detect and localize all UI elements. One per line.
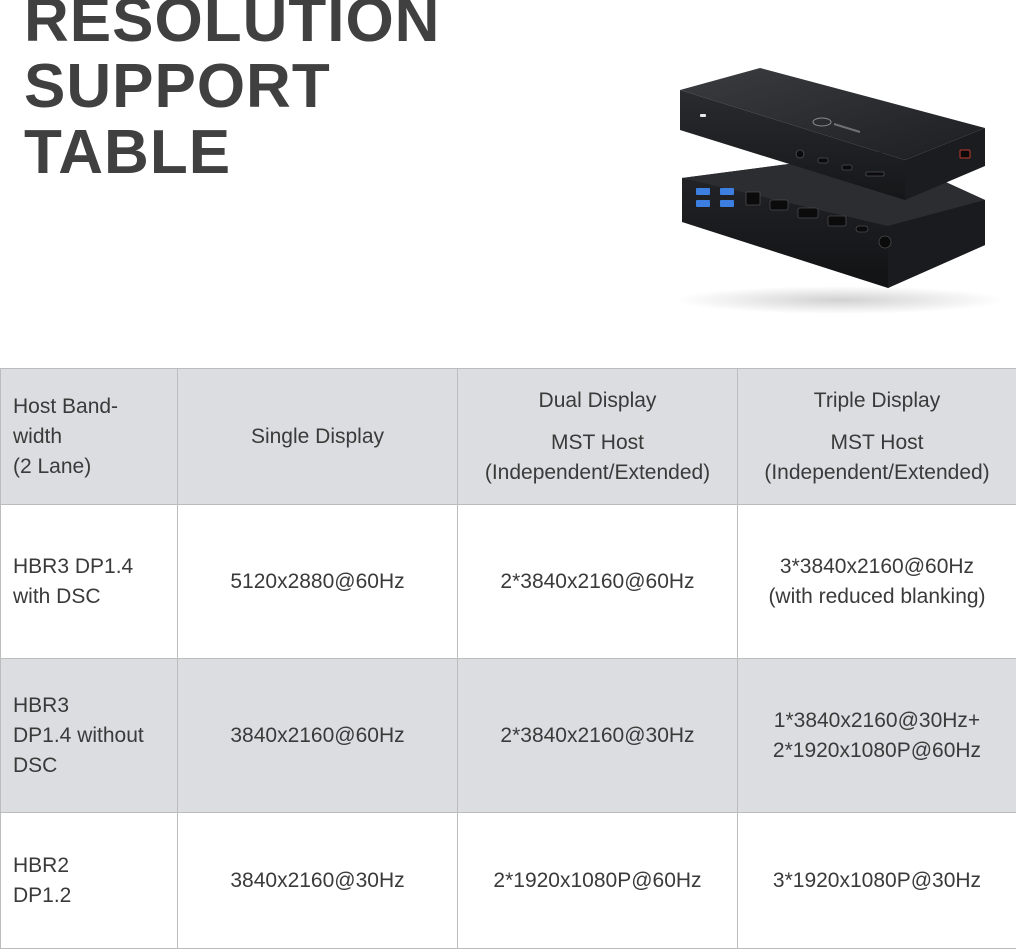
resolution-support-table: Host Band- width (2 Lane) Single Display… — [0, 368, 1016, 949]
cell-single: 3840x2160@60Hz — [177, 658, 458, 813]
cell-host: HBR3 DP1.4 with DSC — [0, 504, 178, 659]
cell-dual: 2*3840x2160@60Hz — [457, 504, 738, 659]
cell-host: HBR2 DP1.2 — [0, 812, 178, 949]
cell-triple: 3*3840x2160@60Hz (with reduced blanking) — [737, 504, 1016, 659]
cell-dual: 2*3840x2160@30Hz — [457, 658, 738, 813]
cell-dual: 2*1920x1080P@60Hz — [457, 812, 738, 949]
header-single-display: Single Display — [177, 368, 458, 505]
table-row: HBR3 DP1.4 without DSC 3840x2160@60Hz 2*… — [0, 658, 1016, 813]
docking-station-image — [675, 68, 1000, 314]
page-title: RESOLUTION SUPPORT TABLE — [24, 0, 440, 186]
title-line-2: SUPPORT — [24, 52, 331, 121]
header-triple-display: Triple Display MST Host (Independent/Ext… — [737, 368, 1016, 505]
title-line-3: TABLE — [24, 118, 232, 187]
cell-triple: 3*1920x1080P@30Hz — [737, 812, 1016, 949]
table-row: HBR2 DP1.2 3840x2160@30Hz 2*1920x1080P@6… — [0, 812, 1016, 949]
cell-single: 3840x2160@30Hz — [177, 812, 458, 949]
title-line-1: RESOLUTION — [24, 0, 441, 55]
cell-triple: 1*3840x2160@30Hz+ 2*1920x1080P@60Hz — [737, 658, 1016, 813]
table-header-row: Host Band- width (2 Lane) Single Display… — [0, 368, 1016, 505]
header-host-bandwidth: Host Band- width (2 Lane) — [0, 368, 178, 505]
cell-single: 5120x2880@60Hz — [177, 504, 458, 659]
table-row: HBR3 DP1.4 with DSC 5120x2880@60Hz 2*384… — [0, 504, 1016, 659]
cell-host: HBR3 DP1.4 without DSC — [0, 658, 178, 813]
header-dual-display: Dual Display MST Host (Independent/Exten… — [457, 368, 738, 505]
